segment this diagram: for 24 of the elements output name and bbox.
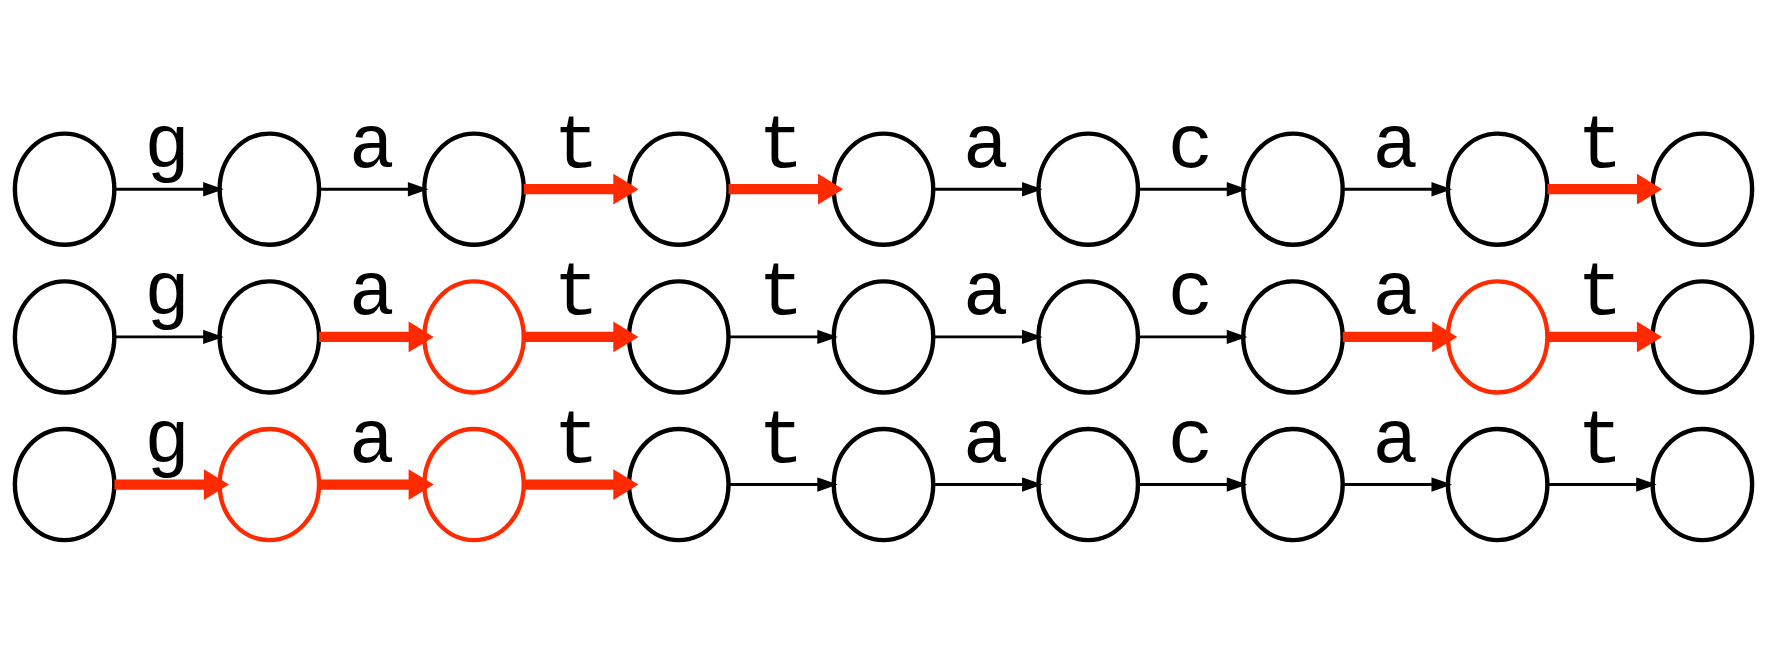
- edge-label: c: [1167, 250, 1214, 337]
- edge-label: t: [553, 103, 600, 190]
- edge-label: t: [1577, 250, 1623, 337]
- edge-label: a: [1372, 103, 1419, 190]
- edge-label: t: [758, 250, 804, 337]
- edge-label: c: [1167, 103, 1214, 190]
- edge-label: c: [1167, 398, 1214, 485]
- edge-label: t: [1577, 103, 1623, 190]
- edge-label: a: [963, 250, 1009, 337]
- edge-label: g: [144, 103, 190, 190]
- edge-label: a: [348, 103, 395, 190]
- edge-label: a: [1372, 398, 1419, 485]
- edge-label: a: [348, 398, 395, 485]
- edge-label: a: [963, 398, 1009, 485]
- edge-label: a: [1372, 250, 1419, 337]
- edge-label: t: [1577, 398, 1623, 485]
- edge-label: a: [963, 103, 1009, 190]
- edge-label: g: [144, 250, 190, 337]
- edge-label: t: [553, 250, 600, 337]
- edge-label: t: [758, 103, 804, 190]
- edge-label: a: [348, 250, 395, 337]
- edge-label: g: [144, 398, 190, 485]
- edge-label: t: [553, 398, 600, 485]
- edge-label: t: [758, 398, 804, 485]
